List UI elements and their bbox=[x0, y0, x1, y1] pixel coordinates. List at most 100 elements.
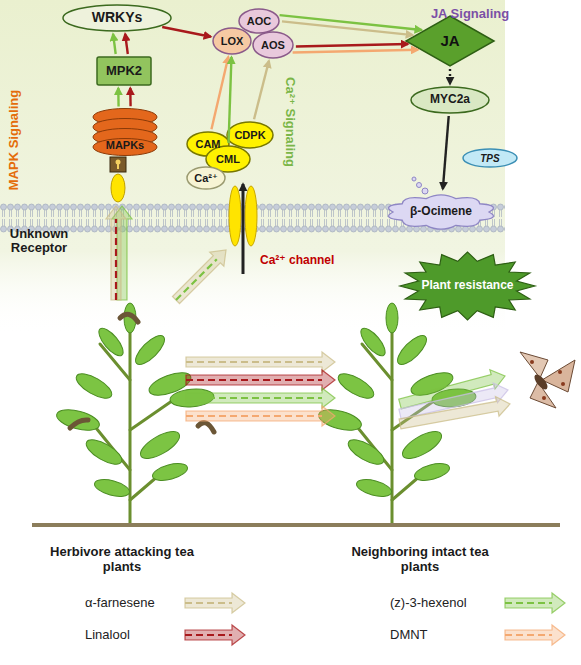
volatile-bubble bbox=[412, 177, 416, 181]
caterpillar bbox=[120, 314, 138, 322]
tea-leaf bbox=[335, 369, 378, 403]
tea-leaf bbox=[137, 426, 184, 463]
signal-arrow bbox=[113, 34, 116, 54]
node-text: CAM bbox=[195, 138, 220, 150]
volatile-dash bbox=[186, 415, 322, 417]
signal-arrow bbox=[254, 61, 269, 119]
volatile-dash bbox=[186, 397, 322, 399]
volatile-arrow bbox=[172, 250, 226, 304]
signal-arrow bbox=[162, 27, 211, 37]
moth-body bbox=[532, 373, 550, 392]
tea-leaf bbox=[413, 460, 452, 483]
legend-text: (z)-3-hexenol bbox=[390, 595, 467, 610]
tea-leaf bbox=[93, 476, 132, 499]
signal-arrow bbox=[129, 88, 132, 106]
moth bbox=[520, 352, 575, 408]
box-outline bbox=[97, 57, 151, 85]
panel-caption: Herbivore attacking tea plants bbox=[37, 545, 207, 575]
node-text: LOX bbox=[221, 35, 244, 47]
ellipse-outline bbox=[253, 32, 293, 58]
volatile-arrow bbox=[186, 352, 335, 372]
volatile-dash bbox=[185, 602, 232, 604]
signal-arrow bbox=[229, 57, 232, 143]
signal-arrow bbox=[211, 57, 228, 129]
node-text: WRKYs bbox=[92, 10, 143, 25]
volatile-bubble bbox=[417, 183, 422, 188]
panel-caption: Neighboring intact tea plants bbox=[335, 545, 505, 575]
node-text: Ca²⁺ channel bbox=[260, 254, 334, 267]
ion-channel: Ca²⁺ channel bbox=[228, 184, 258, 248]
ground-line bbox=[32, 523, 560, 527]
enzyme-circle: LOX bbox=[212, 27, 252, 55]
calcium-sensor: CDPK bbox=[226, 121, 274, 149]
moth-spot bbox=[561, 382, 565, 386]
ellipse-outline bbox=[63, 5, 171, 31]
node-text: Unknown Receptor bbox=[0, 227, 82, 256]
pathway-title: Ca²⁺ Signaling bbox=[283, 77, 298, 167]
volatile-arrow bbox=[185, 625, 245, 645]
diamond-outline bbox=[406, 16, 494, 66]
legend-entry: Linalool bbox=[85, 627, 130, 642]
signal-arrow bbox=[293, 50, 418, 53]
tea-leaf bbox=[393, 331, 431, 369]
volatile-arrows bbox=[106, 206, 510, 429]
caterpillar bbox=[198, 423, 214, 432]
volatile-dash bbox=[185, 634, 232, 636]
signal-arrow bbox=[282, 21, 413, 35]
calcium-influx-arrow bbox=[242, 184, 245, 274]
ellipse-outline bbox=[187, 167, 225, 189]
kinase-box: MPK2 bbox=[96, 56, 152, 86]
node-text: AOS bbox=[261, 39, 285, 51]
ellipse-outline bbox=[411, 87, 489, 113]
ellipse-outline bbox=[227, 122, 273, 148]
tea-leaf bbox=[73, 369, 116, 403]
volatile-dash bbox=[186, 361, 322, 363]
signal-arrow bbox=[280, 15, 422, 30]
moth-wing bbox=[520, 352, 548, 378]
volatile-dash bbox=[505, 602, 552, 604]
pathway-title: JA Signaling bbox=[431, 7, 509, 22]
node-text: CDPK bbox=[234, 129, 265, 141]
node-text: MPK2 bbox=[106, 64, 142, 78]
signal-arrow bbox=[449, 69, 451, 84]
transcription-factor: MYC2a bbox=[410, 86, 490, 114]
volatile-arrow bbox=[185, 593, 245, 613]
tea-leaf bbox=[357, 325, 389, 360]
volatile-cloud: β-Ocimene bbox=[385, 191, 497, 233]
channel-wall bbox=[245, 186, 257, 246]
tea-leaf bbox=[54, 406, 101, 434]
volatile-dash bbox=[115, 219, 117, 300]
node-shape bbox=[108, 157, 128, 203]
tea-leaf bbox=[95, 325, 127, 360]
pathway-title: MAPK Signaling bbox=[7, 90, 22, 190]
volatile-arrow bbox=[399, 396, 510, 428]
moth-spot bbox=[530, 360, 534, 364]
legend-swatch bbox=[185, 593, 245, 613]
star-outline bbox=[400, 252, 535, 320]
cloud-outline bbox=[389, 195, 494, 229]
kinase-layer bbox=[93, 139, 157, 156]
enzyme-circle: AOS bbox=[252, 31, 294, 59]
moth-spot bbox=[542, 396, 546, 400]
volatile-arrow bbox=[112, 206, 132, 300]
volatile-bubble bbox=[422, 188, 428, 194]
volatile-arrow bbox=[186, 406, 335, 426]
keyhole bbox=[117, 163, 119, 169]
volatile-arrow bbox=[505, 593, 565, 613]
signal-arrow bbox=[125, 34, 128, 54]
volatile-arrow bbox=[186, 370, 335, 390]
signal-arrow bbox=[443, 116, 449, 189]
node-text: Plant resistance bbox=[421, 279, 513, 292]
legend-swatch bbox=[505, 593, 565, 613]
receptor-body bbox=[111, 174, 125, 202]
legend-text: Linalool bbox=[85, 627, 130, 642]
node-text: CML bbox=[216, 153, 240, 165]
caterpillar bbox=[70, 420, 88, 428]
ellipse-outline bbox=[239, 9, 279, 33]
ellipse-outline bbox=[463, 149, 517, 167]
ellipse-outline bbox=[213, 28, 251, 54]
tea-leaf bbox=[345, 435, 388, 469]
node-text: MYC2a bbox=[430, 93, 470, 106]
